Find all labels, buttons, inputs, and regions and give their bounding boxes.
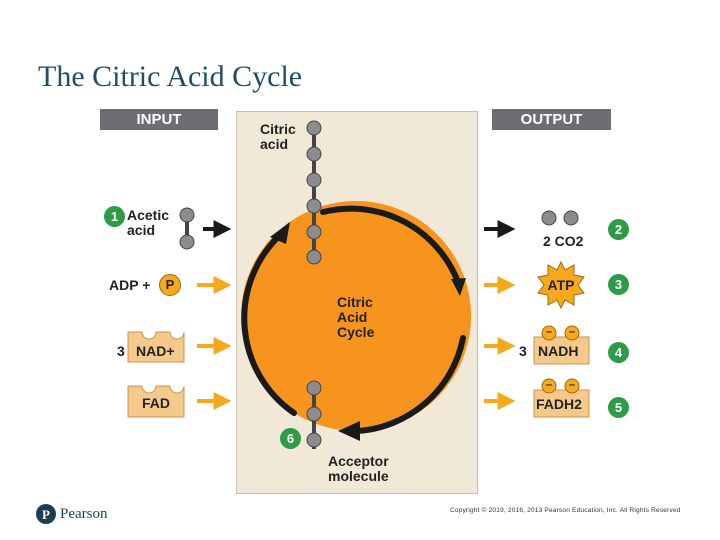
electron-icon <box>564 378 580 394</box>
cycle-disc <box>241 201 471 431</box>
acetic-acid-label: Acetic acid <box>127 207 170 238</box>
co2-atom <box>563 210 579 226</box>
pearson-logo-icon <box>36 504 56 524</box>
fad-carrier <box>127 385 185 418</box>
citric-acid-label: Citric acid <box>260 121 296 152</box>
nad-carrier <box>127 331 185 363</box>
citric-acid-atom <box>306 249 322 265</box>
electron-icon <box>564 325 580 341</box>
nadh-label: NADH <box>538 343 579 359</box>
fadh2-label: FADH2 <box>536 396 582 412</box>
fad-label: FAD <box>142 395 170 411</box>
cycle-arrow-right <box>320 205 461 285</box>
pearson-brand: Pearson <box>60 506 108 522</box>
input-header: INPUT <box>100 109 218 130</box>
atp-starburst <box>537 260 585 310</box>
acetic-acid-atom <box>179 234 195 250</box>
cycle-arrowhead-bottom <box>338 421 360 441</box>
electron-minus: – <box>546 326 553 338</box>
acceptor-atom <box>306 380 322 396</box>
acceptor-atom <box>306 432 322 448</box>
nadh-carrier <box>533 336 590 365</box>
step-2-badge: 2 <box>608 219 629 240</box>
nad-label: NAD+ <box>136 343 175 359</box>
cycle-center-label: Citric Acid Cycle <box>337 294 375 340</box>
step-5-badge: 5 <box>608 397 629 418</box>
electron-minus: – <box>569 379 576 391</box>
step-6-badge: 6 <box>280 428 301 449</box>
electron-minus: – <box>546 379 553 391</box>
cycle-arrow-left <box>241 234 297 416</box>
citric-acid-atom <box>306 172 322 188</box>
acceptor-atom <box>306 406 322 422</box>
step-1-badge: 1 <box>104 206 125 227</box>
cycle-arrowhead-right <box>451 278 466 296</box>
copyright-notice: Copyright © 2019, 2016, 2013 Pearson Edu… <box>450 507 681 514</box>
co2-atom <box>541 210 557 226</box>
fadh2-carrier <box>533 389 590 418</box>
citric-acid-atom <box>306 120 322 136</box>
phosphate-icon: P <box>159 274 181 296</box>
co2-label: 2 CO2 <box>543 233 584 249</box>
nad-count: 3 <box>117 343 125 359</box>
adp-label: ADP + <box>109 277 151 293</box>
citric-acid-atom <box>306 198 322 214</box>
page-title: The Citric Acid Cycle <box>38 60 303 93</box>
cycle-arrowhead-left <box>270 222 290 244</box>
atp-label: ATP <box>547 277 575 293</box>
step-4-badge: 4 <box>608 342 629 363</box>
output-header: OUTPUT <box>492 109 611 130</box>
acceptor-label: Acceptor molecule <box>328 453 389 484</box>
citric-acid-atom <box>306 146 322 162</box>
step-3-badge: 3 <box>608 274 629 295</box>
svg-text:P: P <box>42 507 50 522</box>
nadh-count: 3 <box>519 343 527 359</box>
electron-icon <box>541 378 557 394</box>
citric-acid-atom <box>306 224 322 240</box>
cycle-arrow-bottom <box>354 335 466 434</box>
electron-minus: – <box>569 326 576 338</box>
electron-icon <box>541 325 557 341</box>
acetic-acid-atom <box>179 207 195 223</box>
